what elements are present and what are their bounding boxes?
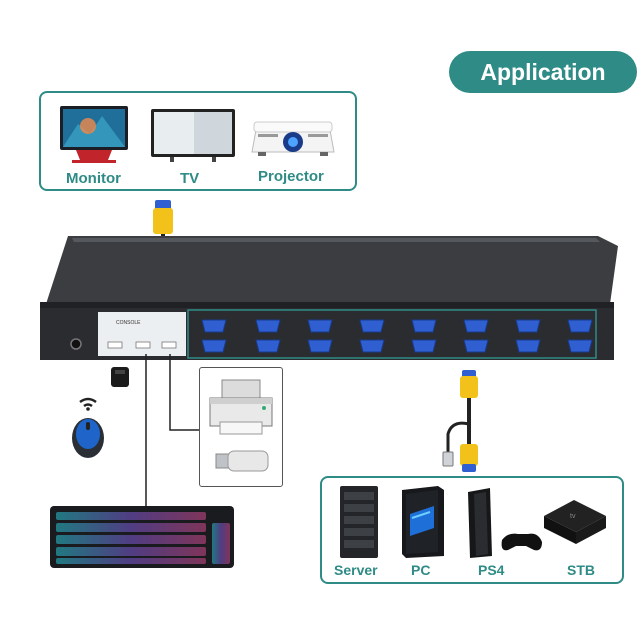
usb-receiver-icon <box>111 367 129 387</box>
ps4-console-icon <box>468 488 542 558</box>
pc-tower-icon <box>402 486 444 558</box>
projector-icon <box>251 121 335 156</box>
printer-icon <box>209 379 273 435</box>
keyboard-icon <box>50 506 234 568</box>
wireless-mouse-icon <box>72 397 104 458</box>
usb-flash-drive-icon <box>215 450 269 472</box>
svg-text:CONSOLE: CONSOLE <box>116 320 141 326</box>
kvm-cable-input <box>442 370 478 472</box>
application-title-badge: Application <box>449 51 637 93</box>
projector-label: Projector <box>258 168 324 185</box>
monitor-label: Monitor <box>66 170 121 187</box>
usb-cables <box>145 354 200 510</box>
svg-text:tv: tv <box>570 513 576 520</box>
kvm-switch-device: CONSOLE <box>40 236 618 360</box>
stb-label: STB <box>567 562 595 578</box>
pc-label: PC <box>411 562 431 578</box>
monitor-icon <box>60 106 128 163</box>
tv-label: TV <box>180 170 200 187</box>
server-label: Server <box>334 562 378 578</box>
set-top-box-icon: tv <box>544 500 606 544</box>
ps4-label: PS4 <box>478 562 505 578</box>
tv-icon <box>151 109 235 162</box>
server-icon <box>340 486 378 558</box>
